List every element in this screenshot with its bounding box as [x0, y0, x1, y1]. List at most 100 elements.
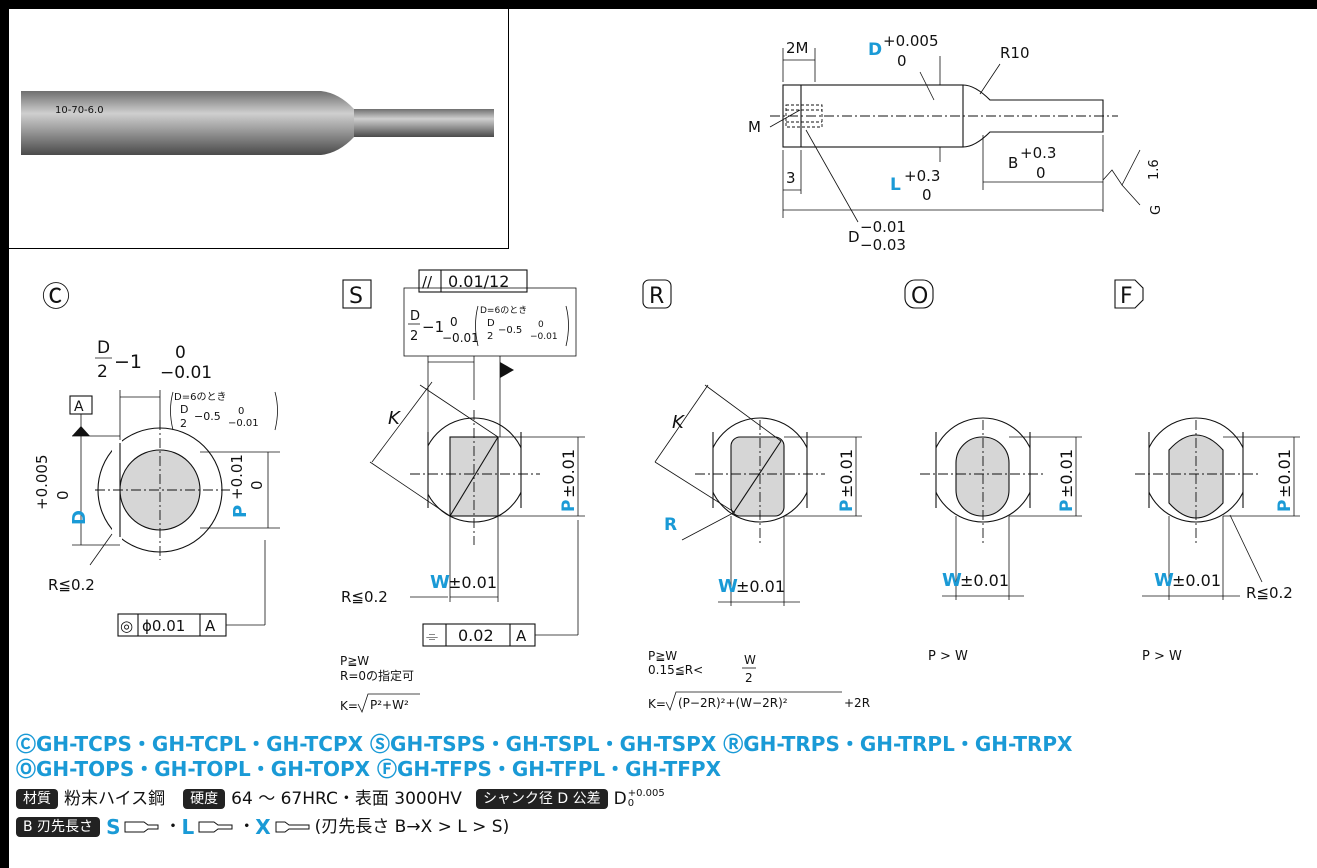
blade-s: S — [106, 815, 121, 839]
s-sym-datum: A — [516, 627, 527, 645]
section-mark-o: O — [911, 284, 928, 309]
section-s: // 0.01/12 D 2 −1 0 −0.01 D=6のとき D 2 −0.… — [340, 269, 585, 714]
photo-engraving: 10-70-6.0 — [55, 105, 104, 116]
c-radius: R≦0.2 — [48, 576, 95, 594]
surface-value: 1.6 — [1147, 159, 1162, 180]
spec-row-2: B 刃先長さ S ・ L ・ X (刃先長さ B→X > L > S) — [16, 816, 1306, 838]
c-datum: A — [74, 399, 84, 415]
dim-d-bottom-lower: −0.03 — [860, 236, 906, 254]
s-tol-upper: 0 — [450, 315, 458, 329]
dim-b-zero: 0 — [1036, 164, 1046, 182]
c-note-frac-num: D — [180, 403, 188, 416]
r-note2-den: 2 — [745, 671, 753, 685]
s-note-line1: D=6のとき — [480, 305, 527, 316]
s-formula-k: K= — [340, 699, 358, 713]
blade-l: L — [181, 815, 195, 839]
dim-l-zero: 0 — [922, 186, 932, 204]
hardness-value: 64 ～ 67HRC・表面 3000HV — [231, 789, 462, 809]
s-k-label: K — [388, 408, 401, 429]
r-note1: P≧W — [648, 649, 677, 663]
product-r: ⓇGH-TRPS・GH-TRPL・GH-TRPX — [723, 732, 1073, 756]
section-f: P ±0.01 W ±0.01 R≦0.2 P > W — [1135, 417, 1300, 664]
product-s: ⓈGH-TSPS・GH-TSPL・GH-TSPX — [370, 732, 717, 756]
s-note1: P≧W — [340, 654, 369, 668]
s-p-tol: ±0.01 — [559, 449, 578, 498]
dim-d-bottom-upper: −0.01 — [860, 218, 906, 236]
c-tol-lower: −0.01 — [160, 363, 212, 383]
dim-m: M — [748, 118, 761, 136]
dim-3: 3 — [786, 169, 796, 187]
o-note: P > W — [928, 649, 968, 664]
dim-d-bottom-letter: D — [848, 228, 860, 246]
r-p-tol: ±0.01 — [837, 449, 856, 498]
section-mark-c: Ⓒ — [42, 280, 70, 313]
material-value: 粉末ハイス鋼 — [64, 789, 166, 809]
product-f: ⒻGH-TFPS・GH-TFPL・GH-TFPX — [377, 757, 722, 781]
dim-b-letter: B — [1008, 154, 1018, 172]
dim-d-top-letter: D — [868, 40, 882, 60]
blade-x: X — [255, 815, 271, 839]
spec-row-1: 材質 粉末ハイス鋼 硬度 64 ～ 67HRC・表面 3000HV シャンク径 … — [16, 788, 1306, 810]
shank-lower: 0 — [627, 798, 635, 809]
o-w-letter: W — [942, 570, 962, 591]
section-mark-r: R — [649, 284, 664, 309]
product-o: ⓄGH-TOPS・GH-TOPL・GH-TOPX — [16, 757, 371, 781]
r-p-letter: P — [837, 500, 857, 512]
c-tol-upper: 0 — [175, 343, 186, 363]
s-sym-value: 0.02 — [458, 626, 494, 645]
dim-r10: R10 — [1000, 44, 1030, 62]
s-w-tol: ±0.01 — [448, 573, 497, 592]
r-w-letter: W — [718, 576, 738, 597]
c-frac-num: D — [97, 338, 110, 358]
s-note-frac-num: D — [487, 318, 495, 329]
c-minus1: −1 — [114, 351, 142, 373]
r-formula-tail: +2R — [844, 696, 870, 710]
dim-l-letter: L — [890, 175, 901, 195]
r-note2-num: W — [744, 653, 756, 667]
o-p-tol: ±0.01 — [1057, 449, 1076, 498]
c-note-tol-upper: 0 — [238, 406, 244, 417]
product-line-2: ⓄGH-TOPS・GH-TOPL・GH-TOPX ⒻGH-TFPS・GH-TFP… — [16, 757, 1306, 782]
c-note-tol-lower: −0.01 — [228, 418, 259, 429]
f-radius: R≦0.2 — [1246, 584, 1293, 602]
r-r-label: R — [664, 515, 677, 535]
s-note-tol-upper: 0 — [538, 320, 544, 330]
s-note-frac-den: 2 — [487, 331, 493, 342]
s-formula-body: P²+W² — [370, 698, 409, 712]
f-p-letter: P — [1275, 500, 1295, 512]
s-frame-symbol: // — [422, 273, 433, 291]
punch-photo-image: 10-70-6.0 — [21, 91, 494, 155]
f-w-letter: W — [1154, 570, 1174, 591]
c-p-plus: +0.01 — [228, 454, 246, 500]
photo-tip — [354, 109, 494, 137]
c-d-zero: 0 — [54, 490, 72, 500]
dim-d-top-plus: +0.005 — [883, 32, 939, 50]
s-p-letter: P — [559, 500, 579, 512]
photo-shank — [21, 91, 321, 155]
s-note-tol-lower: −0.01 — [530, 332, 558, 342]
hardness-tag: 硬度 — [183, 789, 226, 809]
surface-finish-icon — [1102, 149, 1141, 186]
section-o: P ±0.01 W ±0.01 P > W — [920, 417, 1082, 664]
product-spec-block: ⒸGH-TCPS・GH-TCPL・GH-TCPX ⓈGH-TSPS・GH-TSP… — [16, 732, 1306, 838]
c-p-zero: 0 — [248, 480, 266, 490]
s-sym-symbol: ⌯ — [426, 627, 438, 645]
s-parallel-frame — [418, 269, 528, 293]
section-mark-s: S — [349, 284, 363, 309]
o-p-letter: P — [1057, 500, 1077, 512]
f-p-tol: ±0.01 — [1275, 449, 1294, 498]
s-frame-value: 0.01/12 — [448, 272, 509, 291]
section-r: K R P ±0.01 W ±0.01 P≧W 0.15≦R< W 2 K= (… — [648, 384, 870, 712]
c-note-line1: D=6のとき — [174, 391, 226, 403]
blade-long-icon — [198, 821, 233, 833]
dim-d-top-zero: 0 — [897, 52, 907, 70]
s-note2: R=0の指定可 — [340, 668, 414, 683]
c-frame-value: ϕ0.01 — [142, 617, 185, 635]
s-tol-lower: −0.01 — [442, 331, 479, 345]
side-thread-hole — [785, 104, 823, 128]
dim-2m: 2M — [786, 39, 809, 57]
r-formula-body: (P−2R)²+(W−2R)² — [678, 696, 788, 710]
f-note: P > W — [1142, 649, 1182, 664]
s-frac-den: 2 — [410, 329, 418, 344]
section-o-face — [955, 436, 1010, 517]
